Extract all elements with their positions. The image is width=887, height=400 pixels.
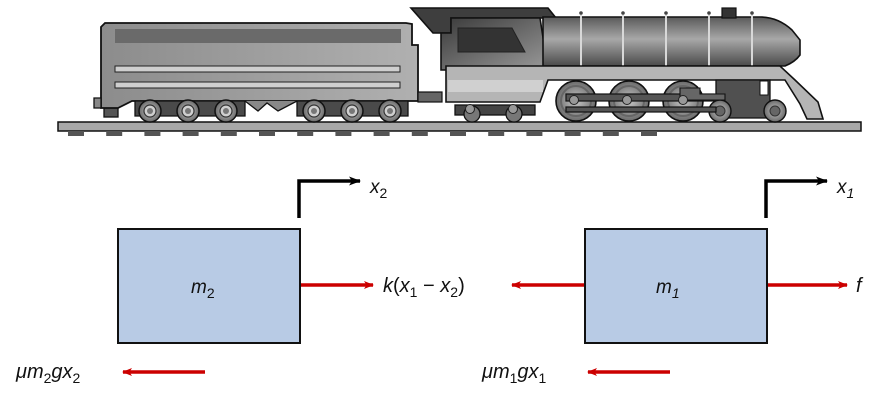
boiler (542, 16, 801, 67)
wheel-hub (223, 108, 229, 114)
tender-wheel (340, 99, 364, 123)
x2-label: x2 (369, 177, 388, 201)
track (57, 121, 862, 136)
x2-axis-marker: x2 (297, 176, 388, 218)
block-m2-label: m2 (191, 277, 215, 301)
trailing-truck (454, 104, 536, 116)
x2-arrow (297, 176, 361, 218)
track-ties (68, 131, 657, 136)
track-tie (182, 131, 199, 136)
tender-wheel (302, 99, 326, 123)
side-rod (565, 106, 717, 113)
track-tie (373, 131, 390, 136)
track-tie (144, 131, 161, 136)
track-tie (526, 131, 543, 136)
wheel-hub (147, 108, 153, 114)
track-tie (220, 131, 237, 136)
tender-stripe-1 (114, 65, 401, 73)
x1-label: x1 (836, 177, 854, 201)
tender-wheels (138, 99, 402, 123)
rod-pin (569, 95, 579, 105)
track-tie (641, 131, 657, 136)
rod-pins (465, 95, 688, 114)
wheel-hub (769, 105, 781, 117)
tender-wheel (138, 99, 162, 123)
mass-block-m2[interactable]: m2 (117, 228, 301, 344)
track-tie (335, 131, 352, 136)
wheel-hub (349, 108, 355, 114)
drawbar (417, 91, 443, 103)
tender-wheel (378, 99, 402, 123)
wheel-hub (311, 108, 317, 114)
track-tie (68, 131, 84, 136)
smokestack (721, 7, 737, 19)
tender-frame-notch (244, 100, 298, 112)
pilot-wheel (763, 99, 787, 123)
x1-arrow (764, 176, 828, 218)
block-m2-rect[interactable] (117, 228, 301, 344)
track-tie (450, 131, 466, 136)
locomotive (409, 7, 825, 123)
track-tie (297, 131, 314, 136)
tender-wheel (176, 99, 200, 123)
running-board (445, 65, 825, 120)
boiler-dome-rivet (750, 11, 754, 15)
track-tie (259, 131, 275, 136)
track-tie (602, 131, 619, 136)
tender-wheel (214, 99, 238, 123)
train-illustration (57, 7, 862, 136)
cab-window (457, 27, 526, 53)
boiler-dome-rivet (621, 11, 625, 15)
rod-pin (678, 95, 688, 105)
rod-pin (622, 95, 632, 105)
tender-top-panel (115, 29, 401, 43)
tender-stripe-2 (114, 81, 401, 89)
track-tie (564, 131, 581, 136)
wheel-hub (387, 108, 393, 114)
boiler-bands (579, 11, 754, 66)
tender-buffer (93, 97, 102, 109)
rail (57, 121, 862, 132)
side-stripe (448, 80, 543, 92)
spring-force-label: k(x1 − x2) (383, 275, 465, 300)
applied-force-label: f (856, 275, 864, 297)
friction-label-m1: μm1gx1 (481, 361, 547, 386)
block-m1-rect[interactable] (584, 228, 768, 344)
mass-block-m1[interactable]: m1 (584, 228, 768, 344)
track-tie (106, 131, 123, 136)
rod-pin (465, 104, 475, 114)
track-tie (411, 131, 428, 136)
boiler-dome-rivet (579, 11, 583, 15)
rod-pin (508, 104, 518, 114)
tender (93, 22, 419, 123)
front-deck-opening (759, 80, 769, 96)
boiler-dome-rivet (664, 11, 668, 15)
track-tie (488, 131, 505, 136)
block-m1-label: m1 (656, 277, 680, 301)
wheel-hub (185, 108, 191, 114)
boiler-dome-rivet (707, 11, 711, 15)
x1-axis-marker: x1 (764, 176, 854, 218)
friction-label-m2: μm2gx2 (15, 361, 81, 386)
